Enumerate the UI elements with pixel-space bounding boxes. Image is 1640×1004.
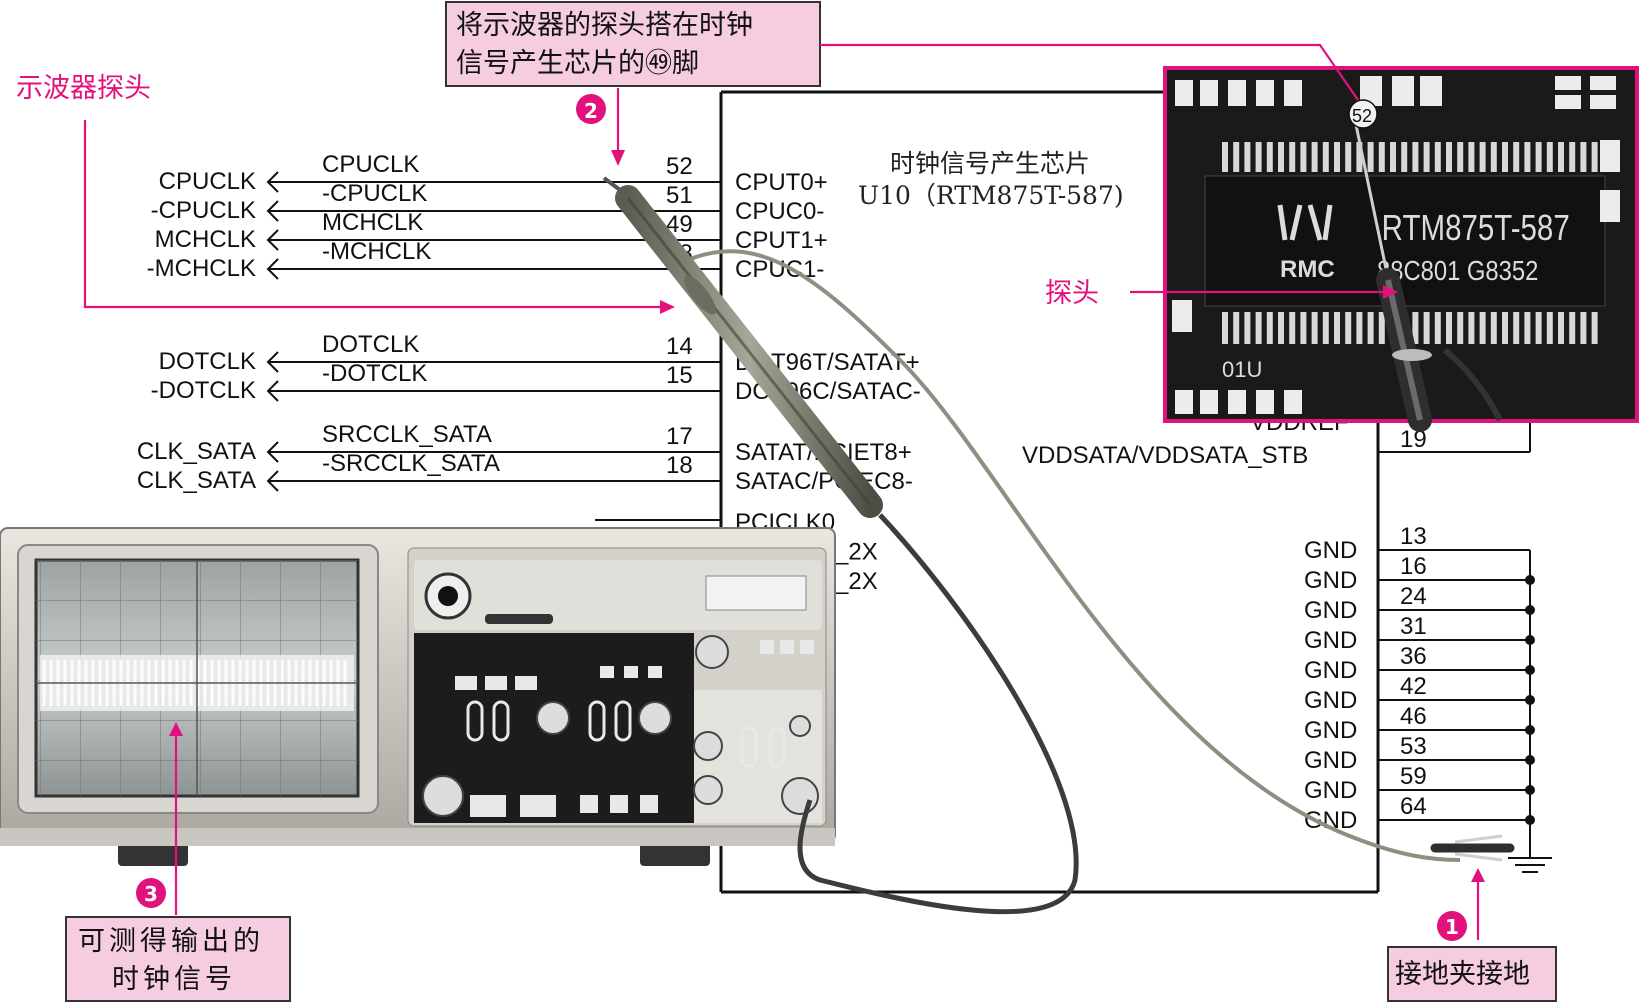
pin-number: 14 xyxy=(666,333,693,360)
gnd-pins: GND13GND16GND24GND31GND36GND42GND46GND53… xyxy=(1304,523,1535,834)
gnd-pin-number: 46 xyxy=(1400,703,1427,730)
power-pin-name: VDDSATA/VDDSATA_STB xyxy=(1022,442,1308,469)
gnd-pin-number: 42 xyxy=(1400,673,1427,700)
chip-part-number: U10（RTM875T-587) xyxy=(858,181,1124,210)
net-wire-label: SRCCLK_SATA xyxy=(322,421,492,448)
step1-text: 接地夹接地 xyxy=(1395,959,1530,990)
net-label: -MCHCLK xyxy=(147,255,256,282)
pin-number: 15 xyxy=(666,362,693,389)
gnd-pin-row: GND 59 xyxy=(1304,763,1535,804)
net-label: CLK_SATA xyxy=(137,438,256,465)
callout-step1: 1 接地夹接地 xyxy=(1387,868,1557,1002)
photo-silk-label: 01U xyxy=(1222,357,1262,382)
step3-text-line1: 可测得输出的 xyxy=(78,926,264,957)
gnd-pin-number: 16 xyxy=(1400,553,1427,580)
gnd-pin-row: GND 31 xyxy=(1304,613,1535,654)
step2-text-line2: 信号产生芯片的㊾脚 xyxy=(456,48,699,79)
net-wire-label: CPUCLK xyxy=(322,151,419,178)
chip-title: 时钟信号产生芯片 xyxy=(890,149,1090,178)
gnd-label: GND xyxy=(1304,777,1357,804)
step3-text-line2: 时钟信号 xyxy=(112,964,236,995)
step2-number: 2 xyxy=(584,99,598,123)
step2-badge xyxy=(576,94,606,124)
pin-number: 51 xyxy=(666,182,693,209)
step3-badge xyxy=(136,878,166,908)
gnd-label: GND xyxy=(1304,657,1357,684)
gnd-pin-number: 64 xyxy=(1400,793,1427,820)
gnd-pin-row: GND 24 xyxy=(1304,583,1535,624)
net-wire-label: -MCHCLK xyxy=(322,238,431,265)
net-label: CPUCLK xyxy=(159,168,256,195)
gnd-pin-number: 31 xyxy=(1400,613,1427,640)
pin-number: 17 xyxy=(666,423,693,450)
net-wire-label: -SRCCLK_SATA xyxy=(322,450,500,477)
net-label: CLK_SATA xyxy=(137,467,256,494)
gnd-label: GND xyxy=(1304,537,1357,564)
net-label: -DOTCLK xyxy=(151,377,256,404)
gnd-pin-row: GND 46 xyxy=(1304,703,1535,744)
gnd-label: GND xyxy=(1304,567,1357,594)
gnd-pin-number: 53 xyxy=(1400,733,1427,760)
pin-number: 18 xyxy=(666,452,693,479)
gnd-bus xyxy=(1508,550,1552,873)
gnd-label: GND xyxy=(1304,717,1357,744)
gnd-label: GND xyxy=(1304,627,1357,654)
photo-logo: RMC xyxy=(1280,256,1335,283)
gnd-label: GND xyxy=(1304,597,1357,624)
pin-number: 52 xyxy=(666,153,693,180)
gnd-pin-row: GND 13 xyxy=(1304,523,1530,564)
gnd-pin-row: GND 36 xyxy=(1304,643,1535,684)
pin-name: CPUC0- xyxy=(735,198,824,225)
net-label: MCHCLK xyxy=(155,226,256,253)
probe-assembly xyxy=(602,176,1515,915)
photo-marking-lot: 88C801 G8352 xyxy=(1377,254,1538,286)
gnd-label: GND xyxy=(1304,687,1357,714)
photo-pin52-marker xyxy=(1348,99,1378,129)
net-label: -CPUCLK xyxy=(151,197,256,224)
gnd-pin-number: 24 xyxy=(1400,583,1427,610)
callout-step2: 将示波器的探头搭在时钟 信号产生芯片的㊾脚 2 xyxy=(445,1,1359,166)
gnd-pin-row: GND 42 xyxy=(1304,673,1535,714)
gnd-pin-number: 59 xyxy=(1400,763,1427,790)
photo-probe-label: 探头 xyxy=(1045,278,1099,309)
pin-name: SATAC/PCIEC8- xyxy=(735,468,913,495)
gnd-label: GND xyxy=(1304,747,1357,774)
photo-pin52-label: 52 xyxy=(1352,106,1372,126)
probe-title: 示波器探头 xyxy=(16,73,151,104)
net-wire-label: MCHCLK xyxy=(322,209,423,236)
callout-step3: 3 可测得输出的 时钟信号 xyxy=(65,722,291,1002)
gnd-pin-number: 13 xyxy=(1400,523,1427,550)
step2-text-line1: 将示波器的探头搭在时钟 xyxy=(456,10,753,41)
net-label: DOTCLK xyxy=(159,348,256,375)
gnd-pin-row: GND 53 xyxy=(1304,733,1535,774)
photo-marking-part: RTM875T-587 xyxy=(1382,207,1570,247)
step1-number: 1 xyxy=(1445,915,1459,939)
callout-probe-label: 探头 xyxy=(1045,278,1398,309)
net-wire-label: DOTCLK xyxy=(322,331,419,358)
gnd-pin-row: GND 16 xyxy=(1304,553,1535,594)
chip-photo: RTM875T-587 88C801 G8352 RMC 01U 52 xyxy=(1163,66,1639,432)
step1-badge xyxy=(1437,911,1467,941)
net-wire-label: -CPUCLK xyxy=(322,180,427,207)
step3-number: 3 xyxy=(144,882,158,906)
oscilloscope xyxy=(0,527,836,866)
pin-name: CPUT1+ xyxy=(735,227,828,254)
pin-name: CPUT0+ xyxy=(735,169,828,196)
callout-probe-title: 示波器探头 xyxy=(16,73,675,314)
net-wire-label: -DOTCLK xyxy=(322,360,427,387)
gnd-pin-number: 36 xyxy=(1400,643,1427,670)
